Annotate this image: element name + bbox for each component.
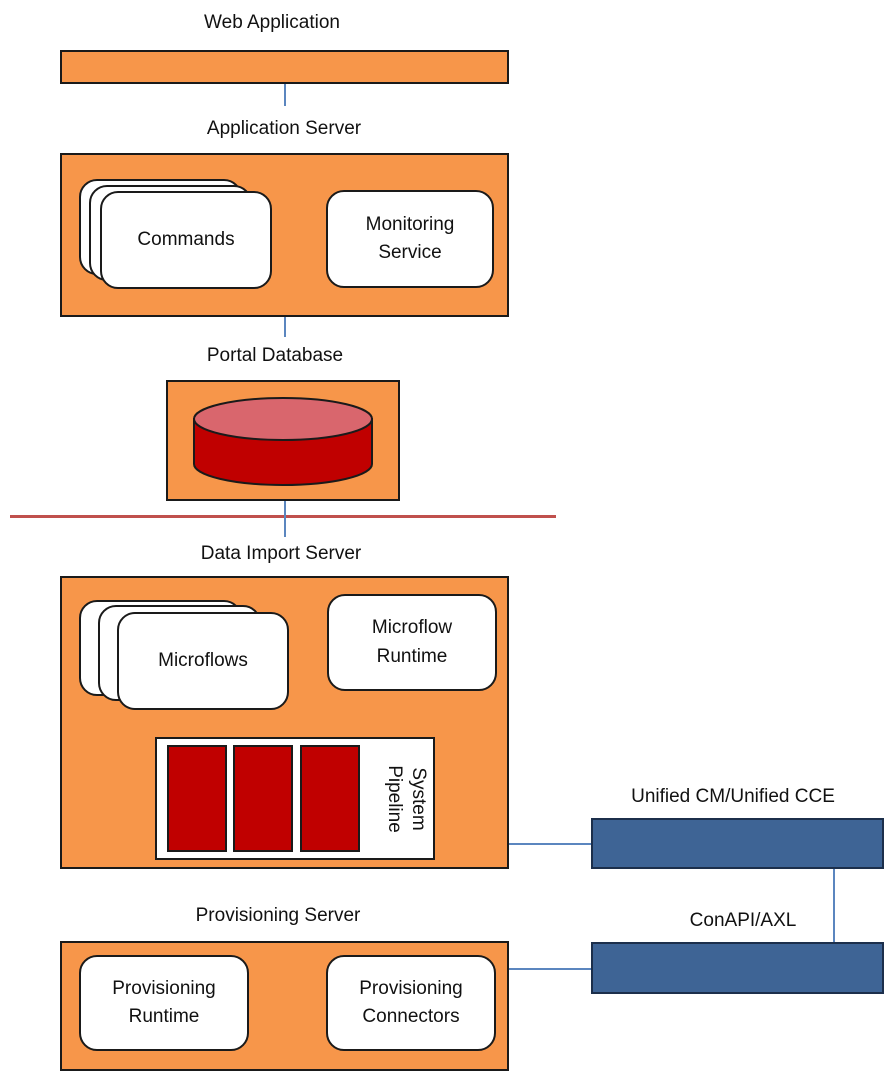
web-application-box (60, 50, 509, 84)
microflows-label: Microflows (158, 649, 248, 671)
pipeline-stage-1 (167, 745, 227, 852)
commands-label: Commands (137, 228, 235, 250)
data-import-server-box: Microflows Microflow Runtime System Pipe… (60, 576, 509, 869)
pipeline-stage-3 (300, 745, 360, 852)
system-pipeline-box: System Pipeline (155, 737, 435, 860)
conapi-title: ConAPI/AXL (689, 910, 797, 931)
microflow-runtime-card: Microflow Runtime (327, 594, 497, 691)
connector-db-to-import (284, 501, 286, 537)
pipeline-stage-2 (233, 745, 293, 852)
provisioning-runtime-card: Provisioning Runtime (79, 955, 249, 1051)
commands-card: Commands (100, 191, 272, 289)
provisioning-server-box: Provisioning Runtime Provisioning Connec… (60, 941, 509, 1071)
system-pipeline-label: System Pipeline (384, 765, 429, 833)
microflows-card: Microflows (117, 612, 289, 710)
monitoring-service-label: Monitoring Service (365, 213, 455, 264)
microflow-runtime-label: Microflow Runtime (371, 617, 453, 667)
web-application-title: Web Application (204, 12, 340, 33)
connector-provisioning-to-conapi (509, 968, 591, 970)
provisioning-connectors-label: Provisioning Connectors (359, 977, 463, 1028)
database-cylinder-icon (193, 397, 373, 486)
portal-database-box (166, 380, 400, 501)
connector-app-to-db (284, 317, 286, 337)
network-separator-line (10, 515, 556, 518)
unified-cm-title: Unified CM/Unified CCE (631, 786, 835, 807)
data-import-server-title: Data Import Server (200, 543, 362, 564)
application-server-title: Application Server (206, 118, 362, 139)
connector-unified-to-conapi (833, 869, 835, 942)
application-server-box: Commands Monitoring Service (60, 153, 509, 317)
unified-cm-box (591, 818, 884, 869)
provisioning-connectors-card: Provisioning Connectors (326, 955, 496, 1051)
connector-import-to-unified (509, 843, 591, 845)
portal-database-title: Portal Database (206, 345, 344, 366)
connector-web-to-app (284, 84, 286, 106)
provisioning-runtime-label: Provisioning Runtime (112, 977, 216, 1028)
monitoring-service-card: Monitoring Service (326, 190, 494, 288)
provisioning-server-title: Provisioning Server (195, 905, 361, 926)
conapi-box (591, 942, 884, 994)
